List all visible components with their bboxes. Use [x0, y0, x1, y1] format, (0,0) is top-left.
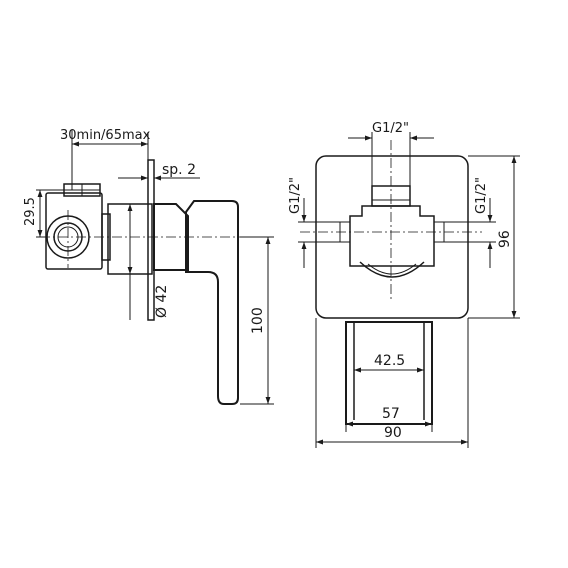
dimension-inlet-offset: 29.5 [23, 197, 38, 226]
cover-plate [315, 155, 469, 319]
dimension-plate-thickness: sp. 2 [162, 162, 196, 178]
side-view: 30min/65max sp. 2 29.5 Ø 42 100 [23, 128, 274, 405]
dimension-lever-width: 42.5 [374, 353, 405, 369]
dimension-body-diameter: Ø 42 [154, 285, 170, 318]
dimension-right-inlet: G1/2" [474, 177, 489, 214]
dimension-top-inlet: G1/2" [372, 121, 409, 136]
dimension-lever-length: 100 [250, 307, 266, 334]
front-view: G1/2" G1/2" G1/2" 96 42.5 57 90 [288, 121, 520, 448]
dimension-plate-height: 96 [497, 230, 513, 248]
dimension-plate-width: 90 [384, 425, 402, 441]
mixer-lever-side [153, 203, 189, 271]
dimension-body-width: 57 [382, 406, 400, 422]
valve-body-front [349, 205, 435, 267]
dimension-wall-depth: 30min/65max [60, 128, 151, 143]
dimension-left-inlet: G1/2" [288, 177, 303, 214]
